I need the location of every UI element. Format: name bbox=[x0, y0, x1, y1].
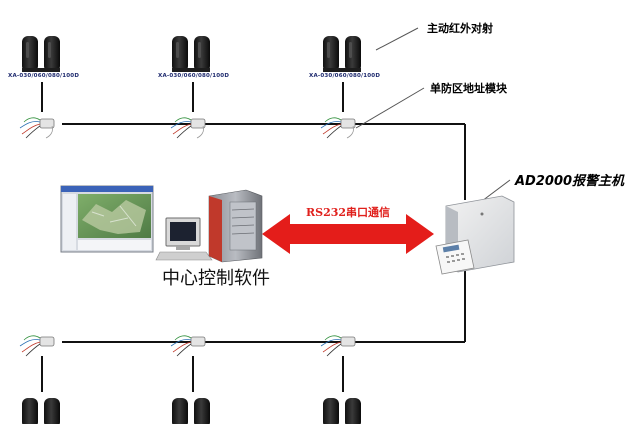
center-software-label: 中心控制软件 bbox=[162, 268, 270, 289]
infrared-detector-icon bbox=[172, 36, 210, 72]
infrared-detector-icon bbox=[22, 398, 60, 424]
top-bus-line bbox=[62, 123, 466, 200]
infrared-detector-icon bbox=[172, 398, 210, 424]
software-screen-icon bbox=[60, 185, 154, 253]
infrared-detector-icon bbox=[323, 398, 361, 424]
server-tower-icon bbox=[208, 189, 263, 263]
infrared-detector-icon bbox=[323, 36, 361, 72]
callout-lines bbox=[355, 27, 511, 211]
computer-icon bbox=[155, 217, 213, 261]
zone-module-label: 单防区地址模块 bbox=[430, 82, 507, 95]
active-infrared-label: 主动红外对射 bbox=[427, 22, 493, 35]
detector-model-label: XA-030/060/080/100D bbox=[8, 73, 80, 79]
address-module-icon bbox=[19, 335, 356, 357]
keypad-icon bbox=[435, 239, 475, 275]
alarm-host-label: AD2000报警主机 bbox=[515, 174, 625, 189]
address-module-icon bbox=[19, 117, 356, 139]
detector-model-label: XA-030/060/080/100D bbox=[309, 73, 381, 79]
bottom-bus-line bbox=[62, 268, 466, 343]
top-detector-drops bbox=[41, 82, 344, 112]
detector-model-label: XA-030/060/080/100D bbox=[158, 73, 230, 79]
infrared-detector-icon bbox=[22, 36, 60, 72]
rs232-label: RS232串口通信 bbox=[306, 206, 391, 219]
rs232-arrow bbox=[262, 214, 434, 254]
bottom-detector-drops bbox=[41, 356, 344, 392]
